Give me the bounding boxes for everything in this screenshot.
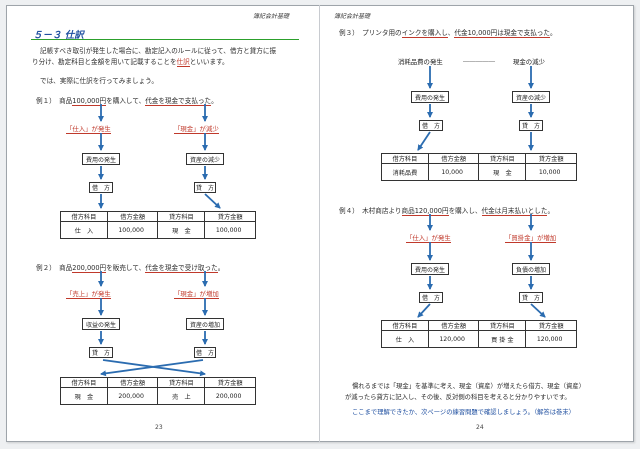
ex2-right-box: 資産の増加: [186, 318, 224, 330]
example-2-text: 例２） 商品200,000円を販売して、代金を現金で受け取った。: [36, 264, 225, 273]
ex1-left-box: 費用の発生: [82, 153, 120, 165]
page-number-left: 23: [155, 424, 163, 431]
ex2-right-label: 「現金」が増加: [174, 290, 219, 299]
ex1-left-label: 「仕入」が発生: [66, 125, 111, 134]
closing-line-2: が減ったら貸方に記入し、その後、反対側の科目を考えると分かりやすいです。: [345, 394, 571, 401]
ex4-left-label: 「仕入」が発生: [406, 234, 451, 243]
page-gutter: [319, 5, 320, 442]
example-3-text: 例３） プリンタ用のインクを購入し、代金10,000円は現金で支払った。: [339, 29, 557, 38]
intro-line-2: り分け、勘定科目と金額を用いて記載することを仕訳といいます。: [32, 58, 229, 67]
ex2-right-side: 借 方: [194, 347, 216, 358]
closing-line-3: ここまで理解できたか、次ページの練習問題で確認しましょう。（解答は巻末）: [352, 409, 575, 416]
ex3-left-box: 費用の発生: [411, 91, 449, 103]
ex1-arrow-right-4: [204, 193, 221, 209]
ex1-right-box: 資産の減少: [186, 153, 224, 165]
ex3-arrow-left-3: [417, 131, 431, 151]
ex3-right-head: 現金の減少: [513, 58, 545, 66]
example-4-text: 例４） 木村商店より商品120,000円を購入し、代金は月末払いとした。: [339, 207, 555, 216]
intro-line-1: 記帳すべき取引が発生した場合に、勘定記入のルールに従って、借方と貸方に振: [40, 47, 277, 55]
ex2-left-side: 貸 方: [89, 347, 113, 358]
ex4-left-box: 費用の発生: [411, 263, 449, 275]
ex4-right-side: 貸 方: [519, 292, 543, 303]
running-header-right: 簿記会計基礎: [334, 13, 371, 20]
intro-line-3: では、実際に仕訳を行ってみましょう。: [40, 77, 158, 85]
ex3-right-side: 貸 方: [519, 120, 543, 131]
running-header-left: 簿記会計基礎: [253, 13, 290, 20]
section-title: ５－３ 仕訳: [33, 30, 84, 41]
ex1-right-label: 「現金」が減少: [174, 125, 219, 134]
ex4-arrow-left-4: [417, 303, 431, 318]
ex2-left-label: 「売上」が発生: [66, 290, 111, 299]
ex1-right-side: 貸 方: [194, 182, 216, 193]
ex3-right-box: 資産の減少: [512, 91, 550, 103]
page-number-right: 24: [476, 424, 484, 431]
ex2-left-box: 収益の発生: [82, 318, 120, 330]
ex4-arrow-right-4: [530, 303, 546, 318]
ex4-right-label: 「買掛金」が増加: [505, 234, 557, 243]
ex3-left-side: 借 方: [419, 120, 443, 131]
example-1-text: 例１） 商品100,000円を購入して、代金を現金で支払った。: [36, 97, 218, 106]
ex3-dash: ―――――: [463, 57, 495, 65]
ex3-left-head: 消耗品費の発生: [398, 58, 443, 66]
section-title-bar: ５－３ 仕訳: [31, 27, 299, 41]
ex1-left-side: 借 方: [89, 182, 113, 193]
ex2-arrow-cross-2: [100, 359, 204, 377]
closing-line-1: 慣れるまでは「現金」を基準に考え、現金（資産）が増えたら借方、現金（資産）: [352, 383, 585, 390]
ex4-left-side: 借 方: [419, 292, 443, 303]
keyword-shiwake: 仕訳: [176, 58, 190, 67]
ex4-right-box: 負債の増加: [512, 263, 550, 275]
